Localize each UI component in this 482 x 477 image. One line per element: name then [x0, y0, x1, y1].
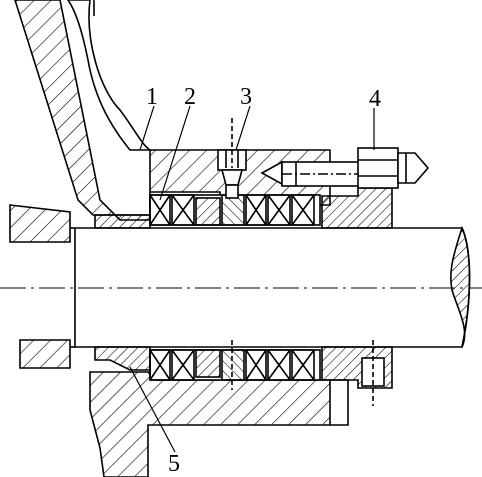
- housing-upper-inner: [67, 0, 153, 151]
- stud-bolt: [260, 147, 430, 189]
- packing-rings-lower: [149, 340, 321, 390]
- callout-5: 5: [168, 451, 180, 477]
- housing-lower: [89, 371, 331, 477]
- callout-2: 2: [184, 84, 196, 110]
- housing-upper: [14, 0, 331, 221]
- leader-lines: [129, 105, 375, 453]
- oil-port: [217, 118, 247, 199]
- bottom-ring-lower: [94, 346, 151, 371]
- callout-3: 3: [240, 84, 252, 110]
- gland-upper: [321, 187, 393, 229]
- callout-4: 4: [369, 86, 381, 112]
- callout-1: 1: [146, 84, 158, 110]
- left-shaft-upper: [9, 204, 71, 243]
- packing-rings-upper: [149, 194, 321, 226]
- left-shaft-lower: [19, 339, 71, 369]
- bottom-ring-upper: [94, 214, 151, 229]
